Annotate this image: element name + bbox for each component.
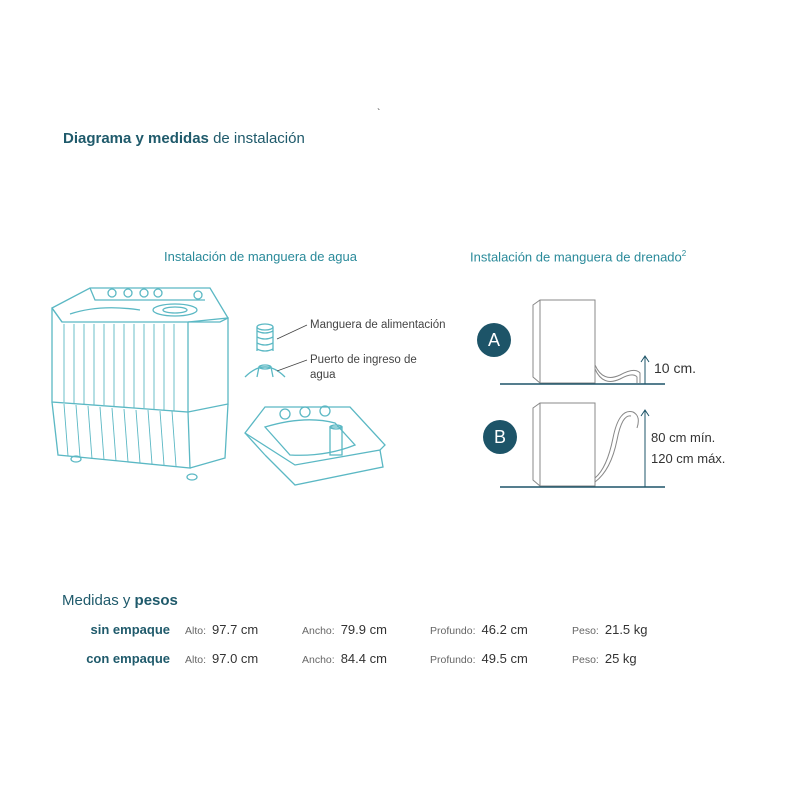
- peso-key: Peso:: [572, 625, 599, 637]
- dimensions-title-bold: pesos: [134, 592, 178, 609]
- hose-port-illustration: [244, 323, 386, 486]
- ancho-key: Ancho:: [302, 625, 335, 637]
- ancho-key: Ancho:: [302, 654, 335, 666]
- row2-profundo: Profundo: 49.5 cm: [430, 651, 528, 666]
- drain-hose-heading: Instalación de manguera de drenado2: [470, 249, 686, 264]
- stray-mark: `: [377, 108, 381, 119]
- row2-alto: Alto: 97.0 cm: [185, 651, 258, 666]
- drain-option-a-illustration: [500, 299, 665, 385]
- dimensions-title: Medidas y pesos: [62, 592, 178, 609]
- drain-hose-heading-text: Instalación de manguera de drenado: [470, 249, 682, 265]
- page-title: Diagrama y medidas de instalación: [63, 130, 305, 147]
- alto-key: Alto:: [185, 625, 207, 637]
- option-b-height-max: 120 cm máx.: [651, 451, 726, 466]
- page-title-rest: de instalación: [213, 130, 305, 147]
- peso-value: 21.5 kg: [604, 622, 648, 637]
- washing-machine-illustration: [51, 287, 229, 481]
- peso-key: Peso:: [572, 654, 599, 666]
- peso-value: 25 kg: [604, 651, 637, 666]
- callout-hose: Manguera de alimentación: [310, 319, 446, 331]
- dimensions-title-regular: Medidas y: [62, 592, 131, 609]
- alto-value: 97.0 cm: [212, 651, 259, 666]
- drain-option-b-illustration: [500, 402, 665, 488]
- row-label-con-empaque: con empaque: [86, 651, 170, 666]
- profundo-key: Profundo:: [430, 654, 476, 666]
- row2-ancho: Ancho: 84.4 cm: [302, 651, 387, 666]
- profundo-key: Profundo:: [430, 625, 476, 637]
- profundo-value: 46.2 cm: [481, 622, 528, 637]
- callout-port: Puerto de ingreso de agua: [310, 354, 417, 381]
- row1-peso: Peso: 21.5 kg: [572, 622, 648, 637]
- profundo-value: 49.5 cm: [481, 651, 528, 666]
- option-b-badge: B: [483, 420, 517, 454]
- ancho-value: 84.4 cm: [340, 651, 387, 666]
- row1-alto: Alto: 97.7 cm: [185, 622, 258, 637]
- row1-profundo: Profundo: 46.2 cm: [430, 622, 528, 637]
- ancho-value: 79.9 cm: [340, 622, 387, 637]
- option-a-height: 10 cm.: [654, 360, 697, 376]
- page-title-bold: Diagrama y medidas: [63, 130, 209, 147]
- alto-value: 97.7 cm: [212, 622, 259, 637]
- alto-key: Alto:: [185, 654, 207, 666]
- water-hose-heading: Instalación de manguera de agua: [164, 249, 357, 264]
- row1-ancho: Ancho: 79.9 cm: [302, 622, 387, 637]
- row2-peso: Peso: 25 kg: [572, 651, 637, 666]
- option-b-height-min: 80 cm mín.: [651, 430, 716, 445]
- row-label-sin-empaque: sin empaque: [90, 622, 170, 637]
- drain-hose-footnote: 2: [681, 249, 687, 258]
- option-a-badge: A: [477, 323, 511, 357]
